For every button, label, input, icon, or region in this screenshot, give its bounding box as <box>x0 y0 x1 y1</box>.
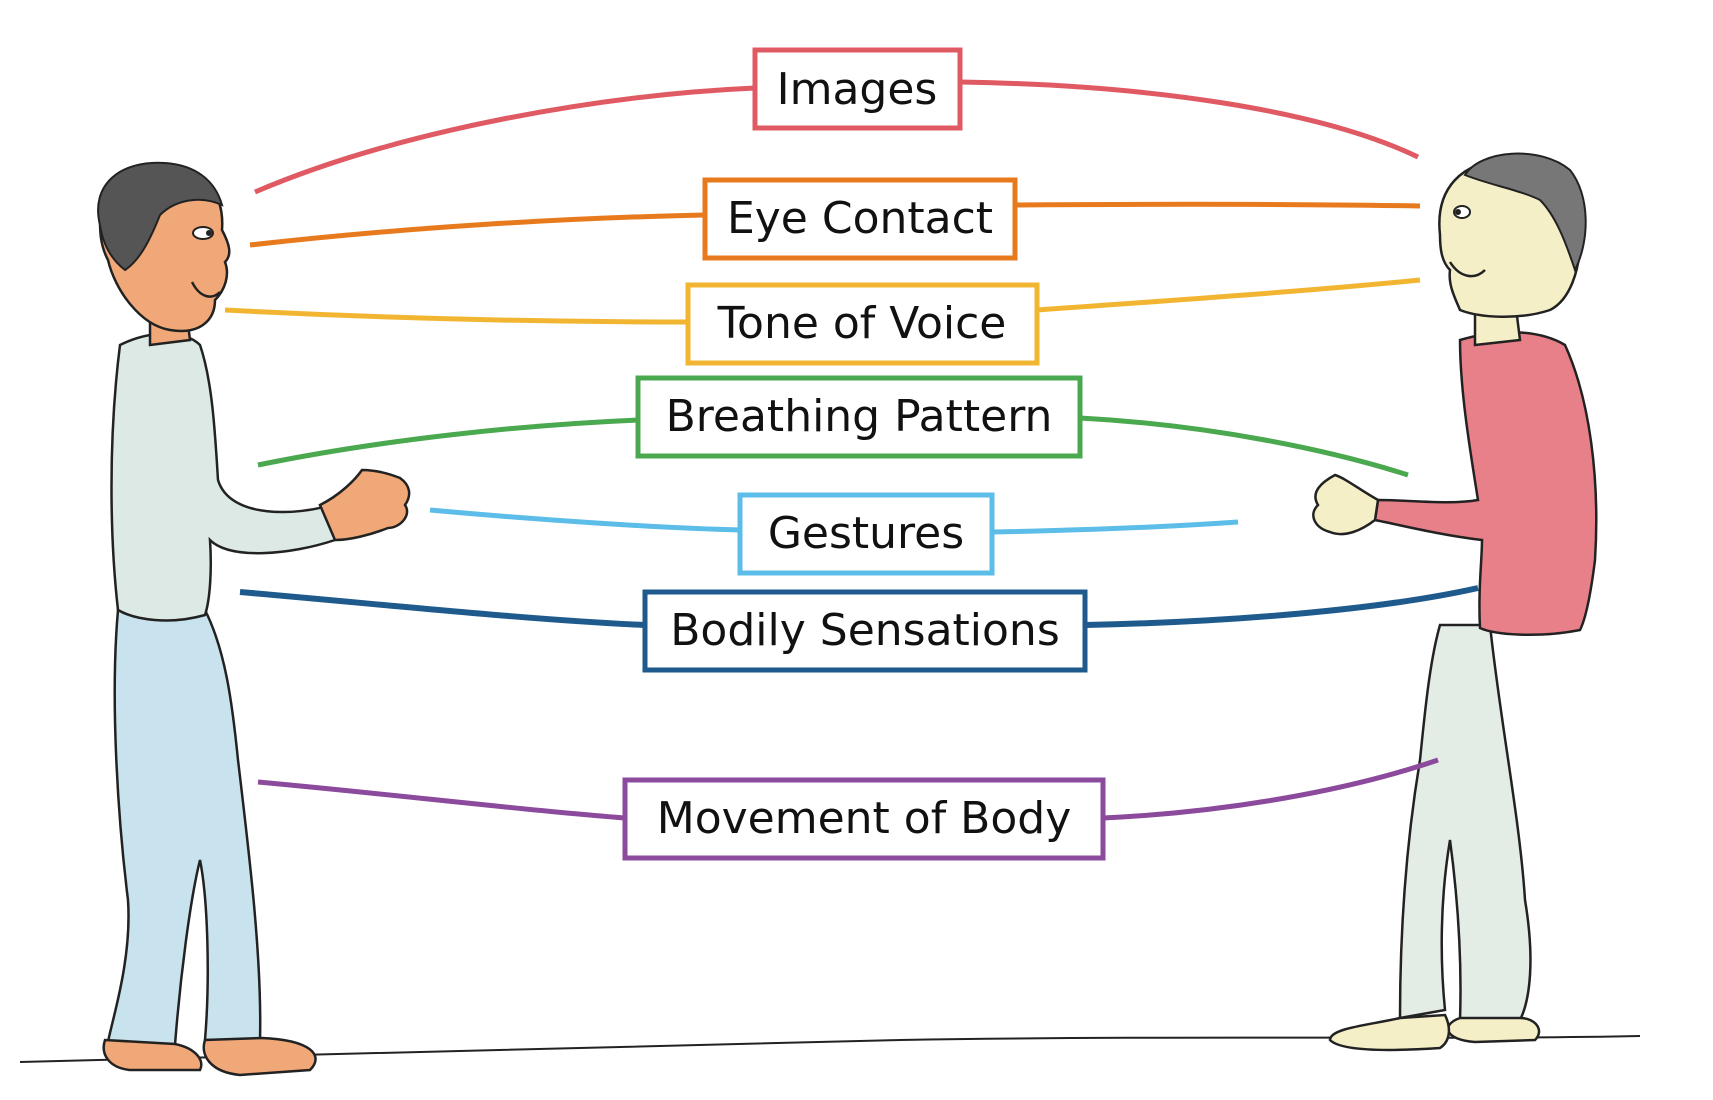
connection-line-movement-of-body-right <box>1103 760 1438 818</box>
connection-eye-contact: Eye Contact <box>250 180 1420 258</box>
connection-bodily-sensations: Bodily Sensations <box>240 588 1478 670</box>
right-person-shirt <box>1375 332 1596 635</box>
label-images: Images <box>777 64 938 115</box>
connection-line-tone-of-voice-right <box>1037 280 1420 310</box>
right-person-foot-back <box>1448 1018 1539 1042</box>
left-person-foot-front <box>204 1038 316 1075</box>
connection-line-images-left <box>255 88 755 192</box>
label-breathing-pattern: Breathing Pattern <box>666 391 1053 442</box>
right-person-pants <box>1400 625 1530 1020</box>
connection-line-eye-contact-left <box>250 215 705 245</box>
left-person <box>98 163 409 1075</box>
connection-breathing-pattern: Breathing Pattern <box>258 378 1408 475</box>
left-person-hand <box>320 470 409 540</box>
connection-images: Images <box>255 50 1418 192</box>
label-movement-of-body: Movement of Body <box>657 793 1072 844</box>
connection-line-bodily-sensations-right <box>1085 588 1478 625</box>
right-person-hand <box>1313 475 1378 534</box>
label-tone-of-voice: Tone of Voice <box>717 298 1007 349</box>
connection-gestures: Gestures <box>430 495 1238 573</box>
label-gestures: Gestures <box>768 508 964 559</box>
connection-line-eye-contact-right <box>1015 204 1420 206</box>
connection-line-breathing-pattern-left <box>258 420 638 465</box>
connection-line-tone-of-voice-left <box>225 310 688 322</box>
connection-line-images-right <box>960 82 1418 157</box>
label-bodily-sensations: Bodily Sensations <box>670 605 1060 656</box>
connection-movement-of-body: Movement of Body <box>258 760 1438 858</box>
connection-line-gestures-right <box>992 522 1238 532</box>
connection-tone-of-voice: Tone of Voice <box>225 280 1420 363</box>
right-person-foot-front <box>1330 1015 1449 1050</box>
left-person-pants <box>108 610 260 1045</box>
connection-line-movement-of-body-left <box>258 782 625 818</box>
connection-line-gestures-left <box>430 510 740 530</box>
label-eye-contact: Eye Contact <box>727 193 993 244</box>
left-person-foot-back <box>104 1040 202 1070</box>
connection-line-bodily-sensations-left <box>240 592 645 625</box>
left-person-shirt <box>112 334 336 621</box>
connection-line-breathing-pattern-right <box>1080 418 1408 475</box>
